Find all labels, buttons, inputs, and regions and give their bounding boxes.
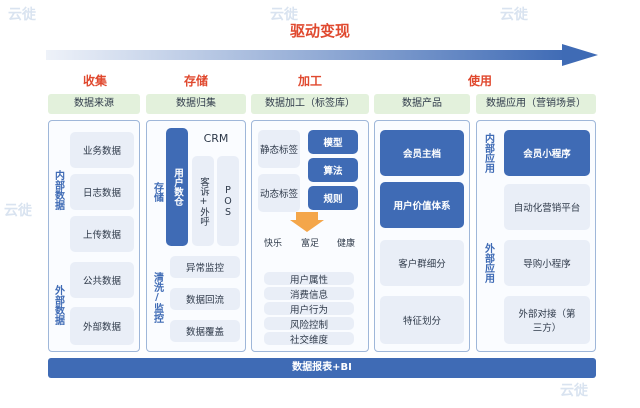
method-algorithm: 算法: [308, 158, 358, 182]
mood-happy: 快乐: [263, 239, 282, 249]
header-process: 数据加工（标签库）: [251, 94, 369, 114]
attr-user-behavior: 用户行为: [264, 302, 354, 316]
member-master-file: 会员主档: [380, 130, 464, 176]
source-business-data: 业务数据: [70, 132, 134, 168]
external-integration: 外部对接（第三方）: [504, 296, 590, 344]
customer-segmentation: 客户群细分: [380, 240, 464, 286]
data-coverage: 数据覆盖: [170, 320, 240, 342]
header-collect: 数据归集: [146, 94, 246, 114]
attr-risk-control: 风险控制: [264, 317, 354, 331]
method-rule: 规则: [308, 186, 358, 210]
watermark-logo: 云徙: [560, 383, 588, 399]
stage-use: 使用: [467, 74, 492, 88]
stage-collect: 收集: [82, 74, 107, 88]
method-model: 模型: [308, 130, 358, 154]
stage-process: 加工: [297, 74, 322, 88]
down-arrow-icon: [290, 212, 324, 232]
bottom-bar-report-bi: 数据报表+BI: [48, 358, 596, 378]
mood-rich: 富足: [300, 239, 319, 249]
attr-social-dimension: 社交维度: [264, 332, 354, 346]
watermark-logo: 云徙: [500, 7, 528, 23]
header-product: 数据产品: [374, 94, 470, 114]
feature-division: 特征划分: [380, 296, 464, 344]
attr-user-attribute: 用户属性: [264, 272, 354, 286]
diagram-title: 驱动变现: [289, 22, 350, 40]
label-external-app: 外部应用: [482, 243, 494, 283]
header-application: 数据应用（营销场景）: [476, 94, 596, 114]
mood-healthy: 健康: [336, 239, 355, 249]
stage-store: 存储: [183, 74, 208, 88]
abnormal-monitor: 异常监控: [170, 256, 240, 278]
source-log-data: 日志数据: [70, 174, 134, 210]
watermark-logo: 云徙: [8, 7, 36, 23]
complaint-outbound: 客诉+外呼: [192, 156, 214, 246]
label-external-data: 外部数据: [52, 285, 64, 325]
flow-arrow: [46, 44, 598, 66]
static-tag: 静态标签: [258, 130, 300, 168]
label-internal-app: 内部应用: [482, 133, 494, 173]
label-clean-monitor: 清洗/监控: [151, 271, 163, 323]
user-warehouse: 用户数仓: [166, 128, 188, 246]
watermark-logo: 云徙: [4, 203, 32, 219]
user-value-system: 用户价值体系: [380, 182, 464, 228]
crm-label: CRM: [203, 132, 229, 145]
auto-marketing-platform: 自动化营销平台: [504, 184, 590, 230]
label-store: 存储: [151, 182, 163, 202]
label-internal-data: 内部数据: [52, 170, 64, 210]
source-public-data: 公共数据: [70, 262, 134, 298]
guide-mini-program: 导购小程序: [504, 240, 590, 286]
header-source: 数据来源: [48, 94, 140, 114]
pos-label: POS: [217, 156, 239, 246]
attr-consumption-info: 消费信息: [264, 287, 354, 301]
source-upload-data: 上传数据: [70, 216, 134, 252]
member-mini-program: 会员小程序: [504, 130, 590, 176]
dynamic-tag: 动态标签: [258, 174, 300, 212]
data-backflow: 数据回流: [170, 288, 240, 310]
watermark-logo: 云徙: [270, 7, 298, 23]
source-external-data: 外部数据: [70, 307, 134, 345]
